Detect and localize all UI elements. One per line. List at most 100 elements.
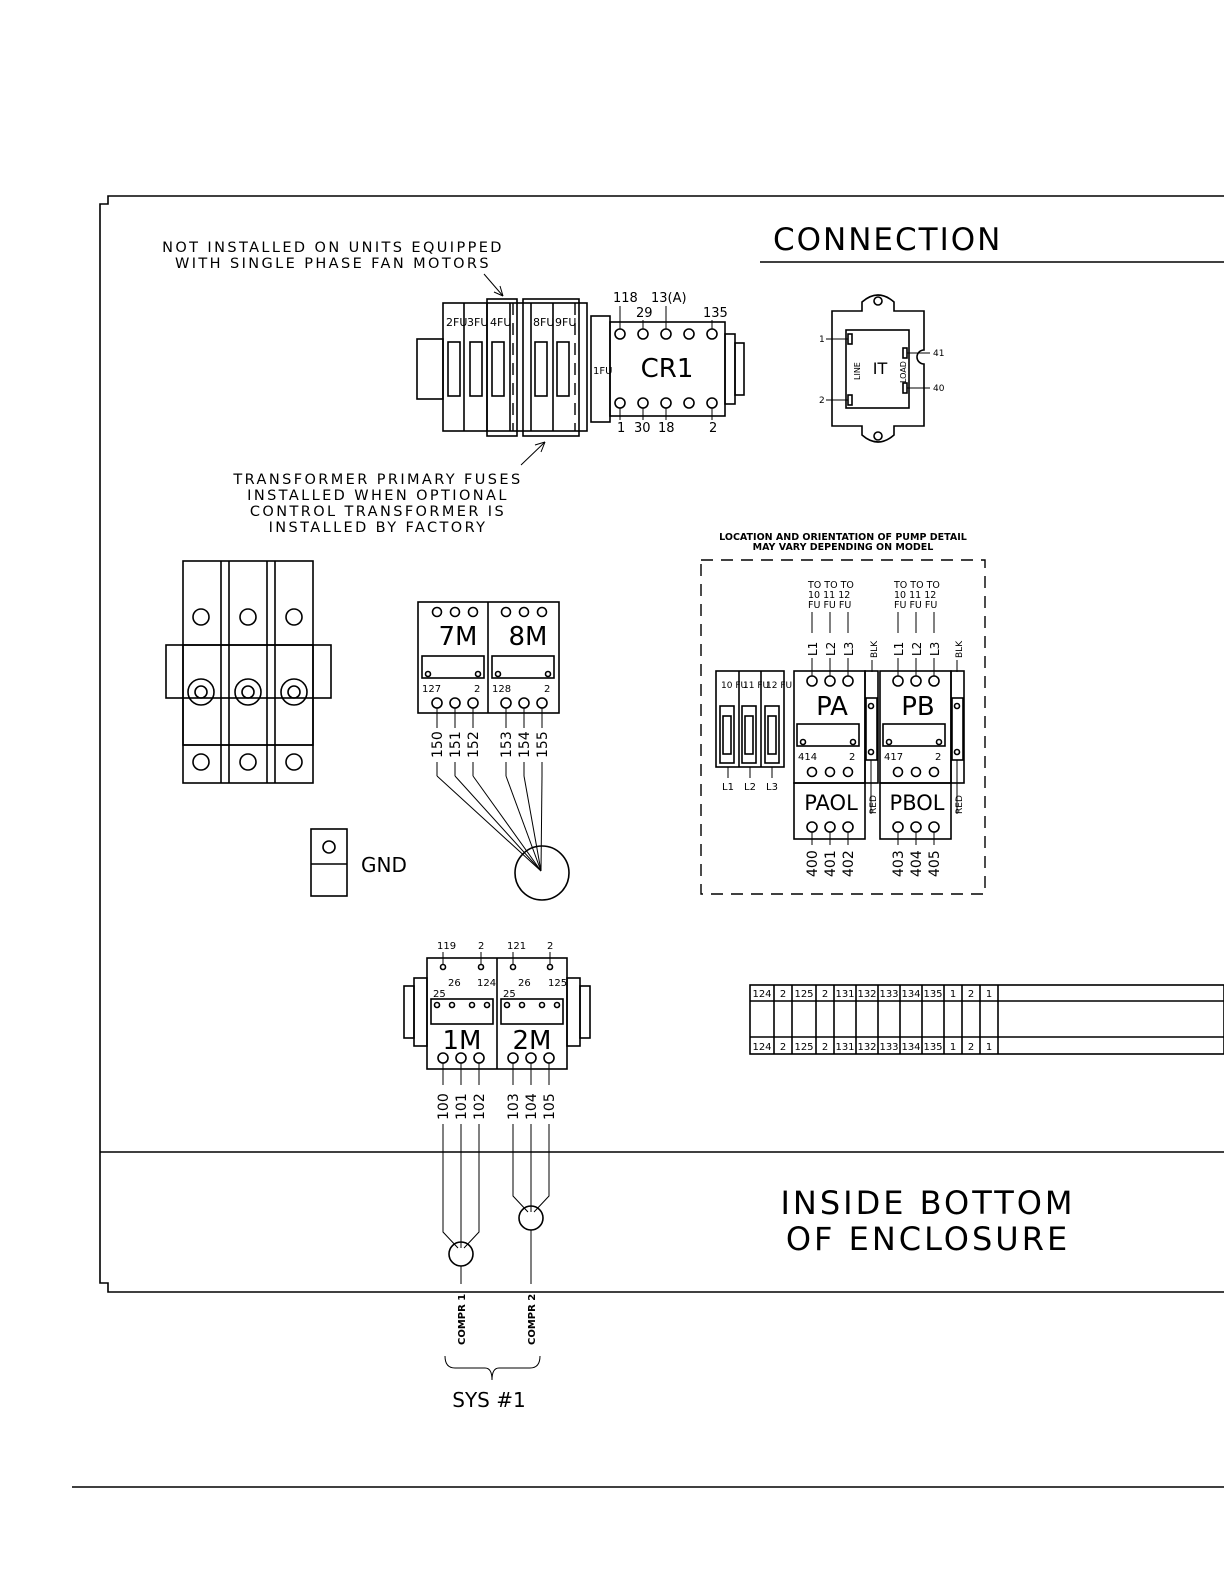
terminal-label-bottom: 131 [835,1042,854,1053]
terminal-label-top: 2 [968,989,974,1000]
fuse-label-1fu: 1FU [593,366,612,377]
wire-101: 101 [454,1093,470,1120]
terminal-label-bottom: 2 [822,1042,828,1053]
note-line-1: NOT INSTALLED ON UNITS EQUIPPED [162,240,504,256]
transformer-term-40: 40 [933,384,945,394]
fuse-note-line-3: CONTROL TRANSFORMER IS [250,504,506,520]
aux-128: 128 [492,684,511,695]
to-fu-a-3: FU FU FU [808,600,851,611]
pump-pbol-label: PBOL [890,791,945,815]
fan-motor-wiring [436,762,570,901]
wire-155: 155 [535,731,551,758]
contactors-7m-8m: 7M 8M 127 2 128 2 150 151 152 153 154 15… [417,601,570,901]
terminal-label-top: 2 [780,989,786,1000]
wire-153: 153 [499,731,515,758]
pb-aux-417: 417 [884,752,903,763]
terminal-label-top: 133 [879,989,898,1000]
cr1-term-135: 135 [703,306,728,321]
wire-152: 152 [466,731,482,758]
red-a: RED [869,795,879,814]
wire-404: 404 [909,850,925,877]
pump-fuse-l2: L2 [744,782,756,793]
aux-2-8m: 2 [544,684,550,695]
note-transformer-fuses: TRANSFORMER PRIMARY FUSES INSTALLED WHEN… [232,441,546,536]
wire-150: 150 [430,731,446,758]
transformer-term-1: 1 [819,335,825,345]
contactor-1m-label: 1M [443,1026,482,1056]
transformer-it: IT LINE LOAD 1 2 41 40 [819,294,945,443]
sys-brace [444,1355,541,1381]
cr1-term-118: 118 [613,291,638,306]
pump-fuse-12: 12 FU [766,681,792,691]
pa-l2: L2 [824,642,838,656]
pump-pb-label: PB [901,692,935,722]
wire-102: 102 [472,1093,488,1120]
to-fu-a-2: 10 11 12 [808,590,850,601]
terminal-label-bottom: 134 [901,1042,920,1053]
pb-l2: L2 [910,642,924,656]
1m-top-119: 119 [437,941,456,952]
ground-terminal: GND [310,828,407,897]
note-single-phase: NOT INSTALLED ON UNITS EQUIPPED WITH SIN… [162,240,504,297]
terminal-label-bottom: 133 [879,1042,898,1053]
contactor-7m8m-bottom-terminals [431,697,548,728]
wire-402: 402 [841,850,857,877]
pa-aux-2: 2 [849,752,855,763]
wire-104: 104 [524,1093,540,1120]
2m-top-2: 2 [547,941,553,952]
fuse-note-line-1: TRANSFORMER PRIMARY FUSES [232,472,522,488]
cr1-term-1: 1 [617,421,625,436]
contactor-2m-label: 2M [513,1026,552,1056]
wire-154: 154 [517,731,533,758]
1m-aux-25: 25 [433,989,446,1000]
terminal-label-bottom: 135 [923,1042,942,1053]
terminal-label-top: 124 [752,989,771,1000]
pump-fuse-l3: L3 [766,782,778,793]
compr-2-label: COMPR 2 [527,1294,538,1345]
cr1-term-30: 30 [634,421,651,436]
pa-l3: L3 [842,642,856,656]
fuse-label-2fu: 2FU [446,316,467,329]
terminal-label-top: 132 [857,989,876,1000]
cr1-label: CR1 [641,354,694,384]
pump-fuse-11: 11 FU [743,681,769,691]
terminal-label-top: 1 [950,989,956,1000]
fuse-label-3fu: 3FU [467,316,488,329]
terminal-strip: 1241242212512522131131132132133133134134… [749,984,1224,1055]
blk-b: BLK [955,640,965,658]
terminal-label-top: 2 [822,989,828,1000]
pump-pa-label: PA [816,692,848,722]
wire-403: 403 [891,850,907,877]
2m-aux-25: 25 [503,989,516,1000]
1m-aux-124: 124 [477,978,496,989]
pb-l1: L1 [892,642,906,656]
pump-fuse-l1: L1 [722,782,734,793]
transformer-term-2: 2 [819,396,825,406]
inside-bottom-line-1: INSIDE BOTTOM [780,1184,1075,1222]
to-fu-b-1: TO TO TO [893,580,940,591]
wire-400: 400 [805,850,821,877]
2m-aux-125: 125 [548,978,567,989]
wire-405: 405 [927,850,943,877]
2m-top-121: 121 [507,941,526,952]
1m-aux-26: 26 [448,978,461,989]
terminal-label-bottom: 124 [752,1042,771,1053]
cr1-term-2: 2 [709,421,717,436]
compressor-contactors: 119 2 121 2 25 26 124 25 26 125 1M 2M 10… [403,941,591,1284]
cr1-term-29: 29 [636,306,653,321]
transformer-term-41: 41 [933,349,944,359]
page-title: CONNECTION [773,222,1002,258]
cr1-bottom-terminals [614,397,718,420]
terminal-label-bottom: 125 [794,1042,813,1053]
pb-aux-2: 2 [935,752,941,763]
fuse-label-9fu: 9FU [555,316,576,329]
wire-105: 105 [542,1093,558,1120]
main-terminal-block [165,560,332,784]
wire-151: 151 [448,731,464,758]
pump-detail: LOCATION AND ORIENTATION OF PUMP DETAIL … [700,532,986,895]
terminal-label-bottom: 1 [986,1042,992,1053]
terminal-label-bottom: 2 [780,1042,786,1053]
pump-fuse-10: 10 FU [721,681,747,691]
compr-1-label: COMPR 1 [457,1294,468,1345]
